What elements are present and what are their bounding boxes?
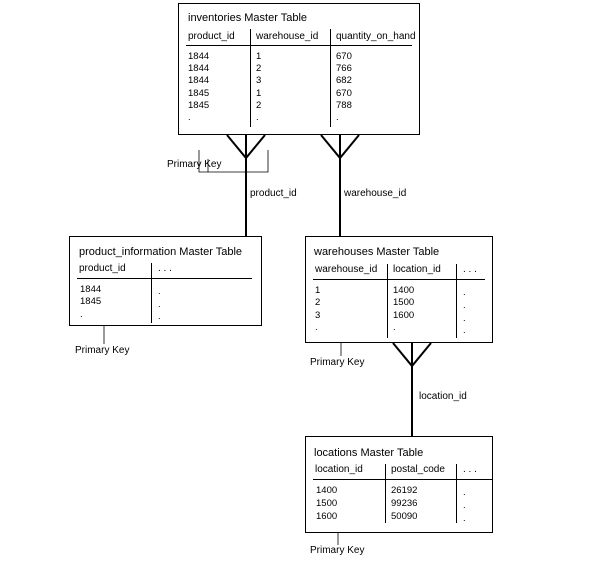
table-cell: 1400 <box>316 485 338 496</box>
table-cell: 1600 <box>316 511 338 522</box>
primary-key-label-locations: Primary Key <box>310 545 365 556</box>
table-cell: 1600 <box>393 310 415 321</box>
column-header: postal_code <box>391 464 445 475</box>
table-cell: 1500 <box>393 297 415 308</box>
column-header: product_id <box>188 31 235 42</box>
table-cell: 1844 <box>188 63 210 74</box>
table-cell: 2 <box>256 63 262 74</box>
column-header: location_id <box>315 464 363 475</box>
table-cell: 1500 <box>316 498 338 509</box>
table-cell: 2 <box>315 297 321 308</box>
column-header: . . . <box>463 264 477 275</box>
table-title: warehouses Master Table <box>314 246 440 258</box>
table-cell: 670 <box>336 51 352 62</box>
table-cell: . <box>463 313 466 324</box>
table-cell: . <box>158 311 161 322</box>
column-divider <box>387 264 388 338</box>
table-cell: 1 <box>256 51 262 62</box>
table-cell: 682 <box>336 75 352 86</box>
column-header: product_id <box>79 263 126 274</box>
pk-bracket-inventories <box>198 150 269 173</box>
table-cell: 1 <box>256 88 262 99</box>
connector-label-location-id: location_id <box>419 391 467 402</box>
column-divider <box>250 29 251 127</box>
table-cell: 3 <box>315 310 321 321</box>
table-cell: 788 <box>336 100 352 111</box>
table-cell: . <box>463 513 466 524</box>
table-title: locations Master Table <box>314 447 424 459</box>
table-cell: . <box>158 299 161 310</box>
connector-label-warehouse-id: warehouse_id <box>344 188 407 199</box>
locations-table: locations Master Table location_id posta… <box>305 436 493 533</box>
warehouses-table: warehouses Master Table warehouse_id loc… <box>305 236 493 343</box>
table-cell: 1845 <box>80 296 102 307</box>
column-divider <box>456 264 457 338</box>
table-cell: 2 <box>256 100 262 111</box>
header-rule <box>186 45 412 46</box>
column-header: warehouse_id <box>315 264 378 275</box>
table-cell: 26192 <box>391 485 418 496</box>
column-header: quantity_on_hand <box>336 31 416 42</box>
column-divider <box>330 29 331 127</box>
column-header: . . . <box>158 263 172 274</box>
table-cell: 766 <box>336 63 352 74</box>
table-cell: . <box>315 322 318 333</box>
table-cell: . <box>463 325 466 336</box>
table-cell: . <box>188 112 191 123</box>
primary-key-label-product-information: Primary Key <box>75 345 130 356</box>
table-cell: 1 <box>315 285 321 296</box>
table-cell: . <box>393 322 396 333</box>
connector-label-product-id: product_id <box>250 188 297 199</box>
table-cell: . <box>463 300 466 311</box>
table-cell: 1845 <box>188 88 210 99</box>
inventories-table: inventories Master Table product_id ware… <box>178 3 420 135</box>
column-header: . . . <box>463 464 477 475</box>
primary-key-label-inventories: Primary Key <box>167 159 222 170</box>
header-rule <box>313 279 485 280</box>
table-cell: 3 <box>256 75 262 86</box>
table-cell: 1845 <box>188 100 210 111</box>
table-title: product_information Master Table <box>79 246 243 258</box>
table-cell: . <box>336 112 339 123</box>
table-cell: 50090 <box>391 511 418 522</box>
table-cell: . <box>80 309 83 320</box>
column-divider <box>385 464 386 523</box>
header-rule <box>77 278 252 279</box>
column-divider <box>151 263 152 323</box>
table-cell: . <box>256 112 259 123</box>
column-divider <box>456 464 457 523</box>
table-cell: 1844 <box>188 51 210 62</box>
primary-key-label-warehouses: Primary Key <box>310 357 365 368</box>
table-cell: 1400 <box>393 285 415 296</box>
table-cell: . <box>463 500 466 511</box>
header-rule <box>313 479 493 480</box>
table-cell: . <box>463 287 466 298</box>
column-header: warehouse_id <box>256 31 319 42</box>
table-cell: . <box>463 487 466 498</box>
table-cell: 1844 <box>80 284 102 295</box>
table-cell: 670 <box>336 88 352 99</box>
product-information-table: product_information Master Table product… <box>69 236 262 326</box>
table-cell: . <box>158 286 161 297</box>
table-cell: 99236 <box>391 498 418 509</box>
column-header: location_id <box>393 264 441 275</box>
table-cell: 1844 <box>188 75 210 86</box>
table-title: inventories Master Table <box>188 12 308 24</box>
